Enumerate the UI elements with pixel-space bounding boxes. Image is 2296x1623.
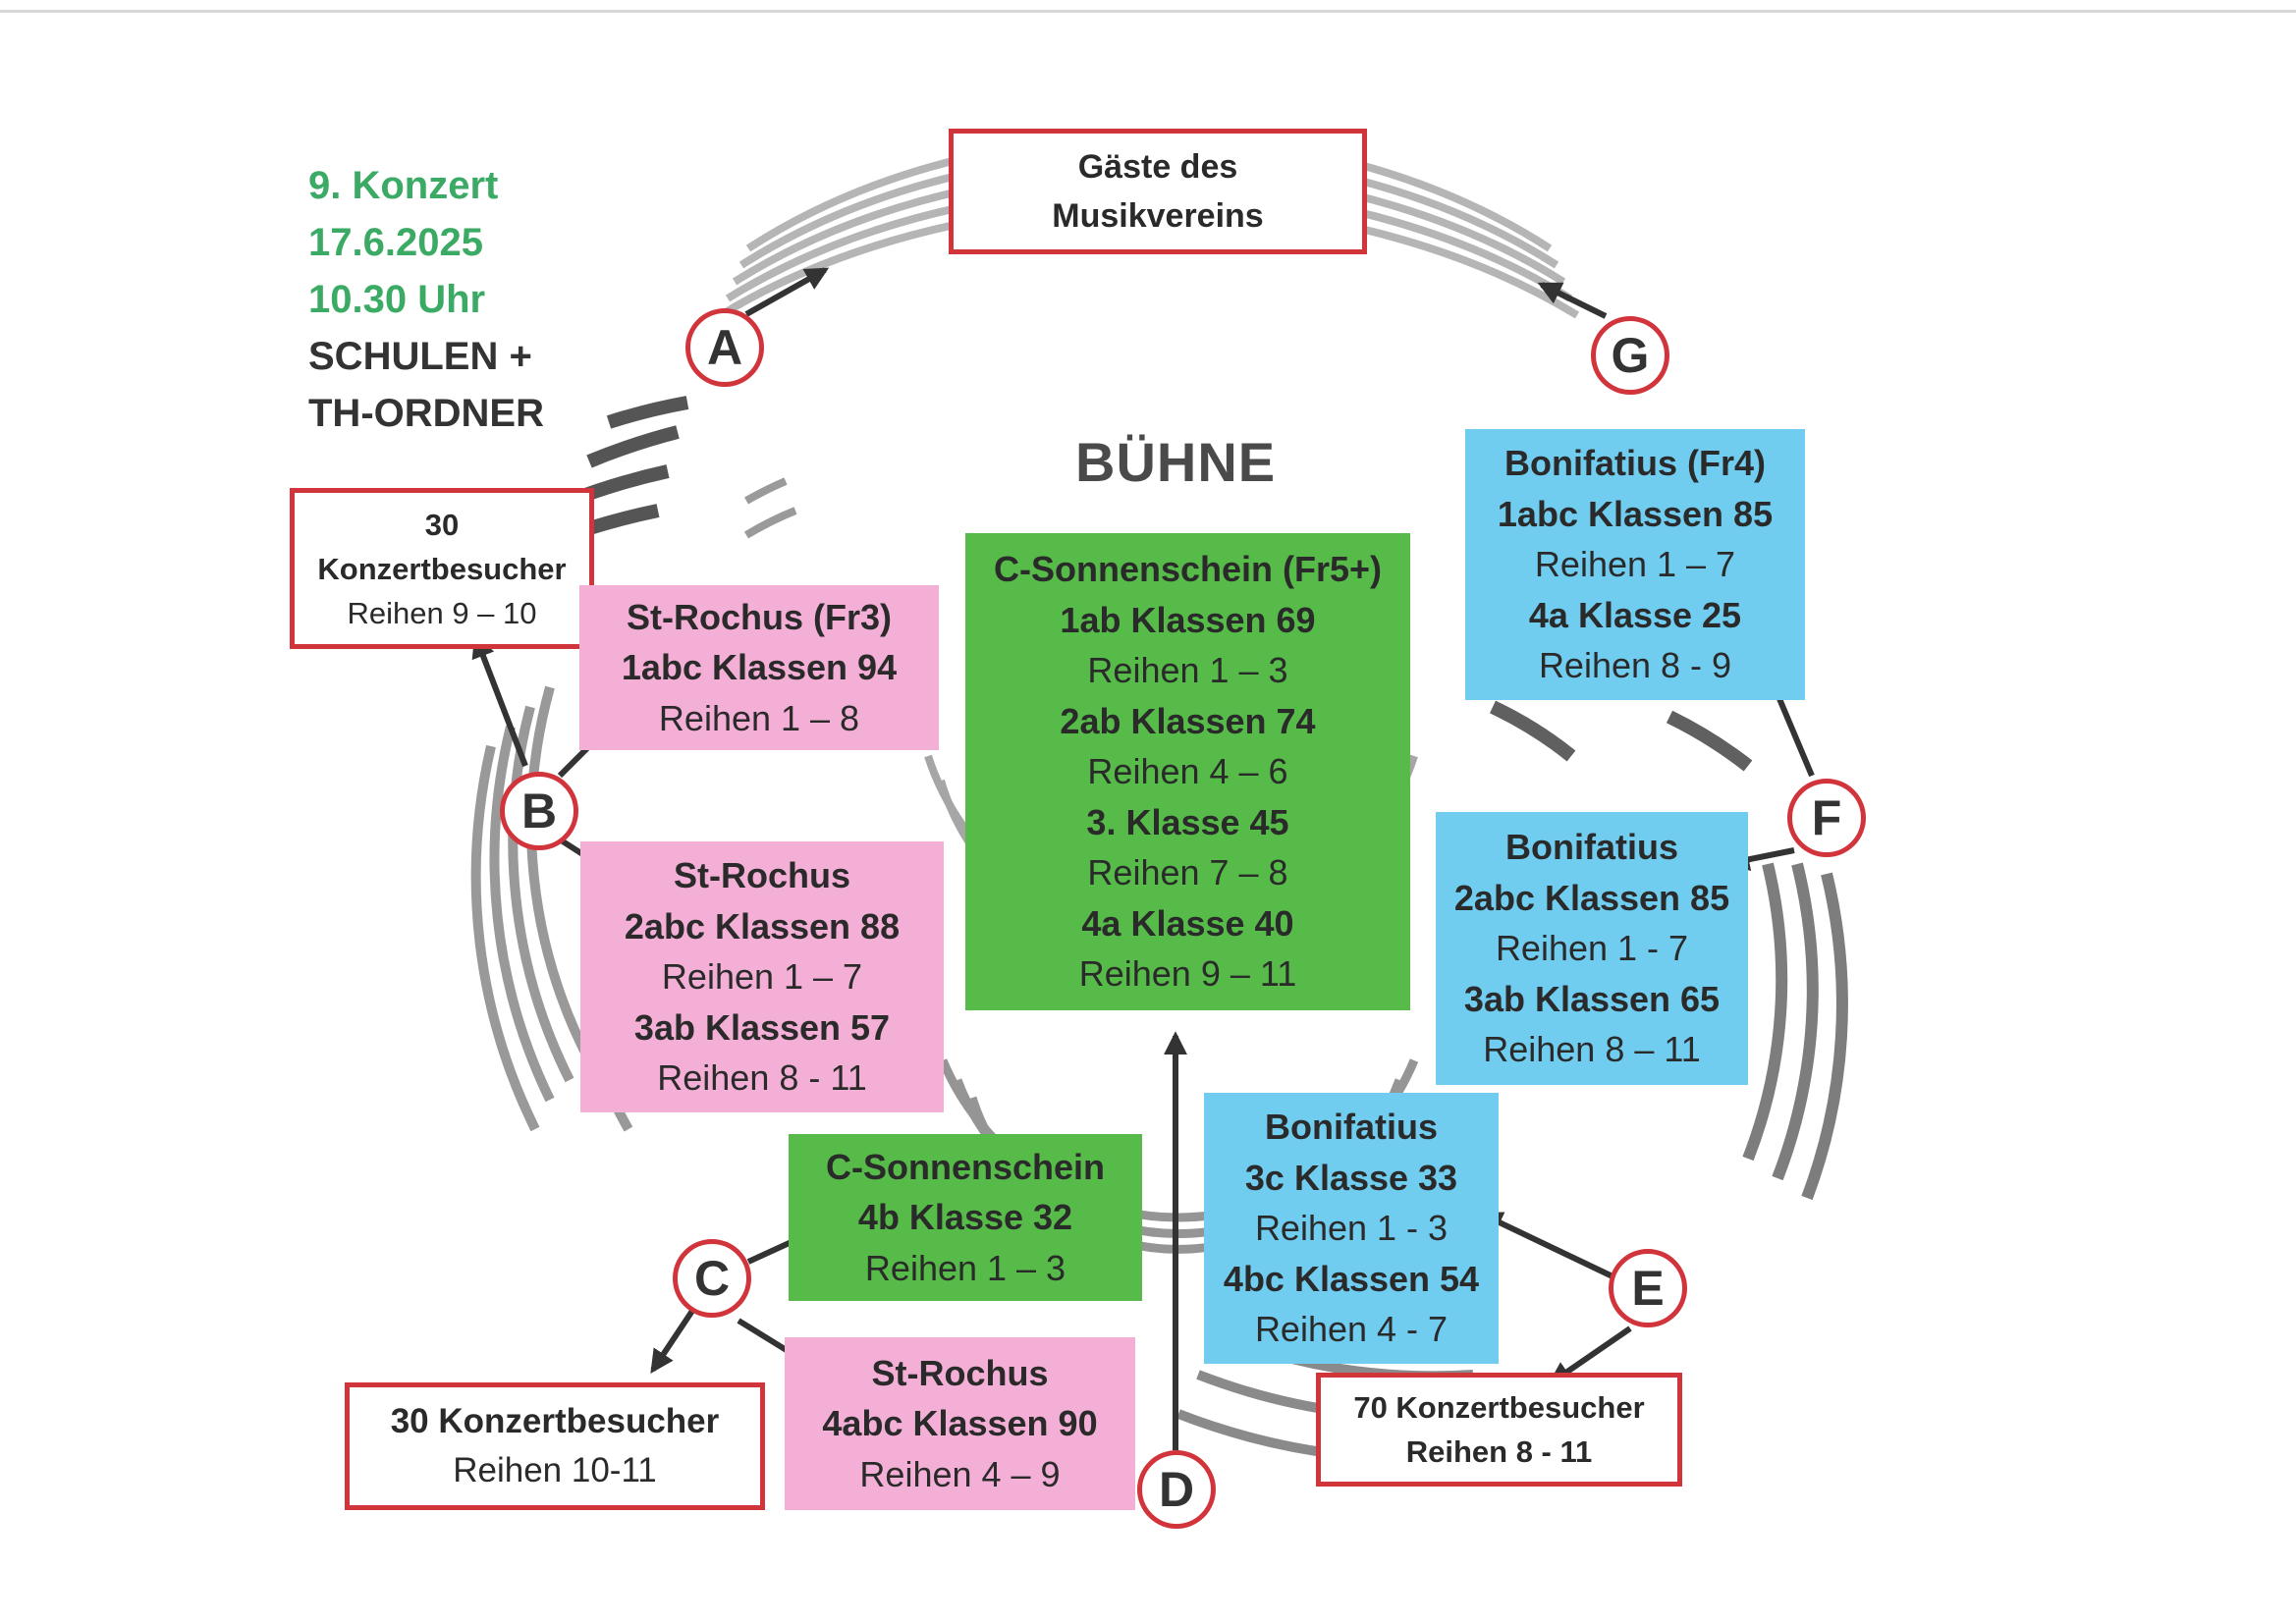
guests-line2: Musikvereins (1052, 197, 1264, 235)
concert-visitors-e-box: 70 Konzertbesucher Reihen 8 - 11 (1316, 1373, 1682, 1487)
bonifatius-2-rows-b: Reihen 8 – 11 (1483, 1029, 1701, 1070)
bonifatius-fr4-rows-b: Reihen 8 - 9 (1538, 645, 1732, 686)
c-sonnenschein-main-rows-2: Reihen 4 – 6 (1087, 751, 1288, 792)
concert-visitors-c-box: 30 Konzertbesucher Reihen 10-11 (345, 1382, 765, 1510)
visitors-c-label: 30 Konzertbesucher (390, 1402, 720, 1440)
bonifatius-2-title: Bonifatius (1505, 827, 1678, 868)
bonifatius-2-classes-a: 2abc Klassen 85 (1453, 877, 1730, 918)
arrows (471, 267, 1815, 1450)
bonifatius-3-classes-b: 4bc Klassen 54 (1223, 1258, 1480, 1299)
bonifatius-fr4-box: Bonifatius (Fr4) 1abc Klassen 85 Reihen … (1465, 429, 1805, 700)
c-sonnenschein-main-classes-4: 4a Klasse 40 (1081, 902, 1294, 944)
visitors-b-count: 30 (424, 507, 460, 542)
st-rochus-2-rows-b: Reihen 8 - 11 (657, 1057, 867, 1099)
c-sonnenschein-small-rows: Reihen 1 – 3 (864, 1247, 1066, 1288)
visitors-e-rows: Reihen 8 - 11 (1405, 1434, 1593, 1469)
c-sonnenschein-main-title: C-Sonnenschein (Fr5+) (993, 549, 1383, 590)
visitors-b-rows: Reihen 9 – 10 (347, 595, 537, 630)
st-rochus-3-rows: Reihen 4 – 9 (859, 1453, 1061, 1494)
entrance-d-marker: D (1137, 1450, 1216, 1529)
bonifatius-fr4-rows-a: Reihen 1 – 7 (1534, 544, 1736, 585)
c-sonnenschein-main-rows-3: Reihen 7 – 8 (1087, 852, 1288, 893)
c-sonnenschein-small-box: C-Sonnenschein 4b Klasse 32 Reihen 1 – 3 (789, 1134, 1142, 1301)
c-sonnenschein-main-rows-4: Reihen 9 – 11 (1078, 953, 1297, 995)
bonifatius-2-box: Bonifatius 2abc Klassen 85 Reihen 1 - 7 … (1436, 812, 1748, 1085)
c-sonnenschein-main-classes-3: 3. Klasse 45 (1086, 801, 1289, 842)
st-rochus-fr3-rows: Reihen 1 – 8 (658, 697, 860, 738)
st-rochus-fr3-classes: 1abc Klassen 94 (621, 647, 898, 688)
entrance-e-marker: E (1609, 1249, 1687, 1327)
arrow-a (744, 267, 830, 317)
top-scan-line (0, 10, 2296, 13)
concert-header: 9. Konzert 17.6.2025 10.30 Uhr SCHULEN +… (308, 157, 544, 442)
visitors-b-label: Konzertbesucher (317, 551, 567, 586)
entrance-g-marker: G (1591, 316, 1669, 395)
bonifatius-fr4-classes-a: 1abc Klassen 85 (1497, 493, 1774, 534)
stage-label: BÜHNE (1075, 431, 1277, 493)
arrow-e-to-bonifatius3 (1478, 1212, 1614, 1279)
bonifatius-2-classes-b: 3ab Klassen 65 (1463, 978, 1721, 1019)
entrance-f-marker: F (1787, 779, 1866, 857)
st-rochus-3-title: St-Rochus (871, 1352, 1049, 1393)
st-rochus-2-title: St-Rochus (674, 855, 850, 896)
concert-time: 10.30 Uhr (308, 278, 486, 321)
c-sonnenschein-main-box: C-Sonnenschein (Fr5+) 1ab Klassen 69 Rei… (965, 533, 1410, 1010)
st-rochus-2-rows-a: Reihen 1 – 7 (661, 956, 863, 998)
c-sonnenschein-main-rows-1: Reihen 1 – 3 (1087, 650, 1288, 691)
audience-line2: TH-ORDNER (308, 392, 544, 435)
st-rochus-2-classes-b: 3ab Klassen 57 (633, 1006, 891, 1048)
c-sonnenschein-small-title: C-Sonnenschein (825, 1146, 1106, 1187)
guests-box: Gäste des Musikvereins (949, 129, 1367, 254)
c-sonnenschein-main-classes-2: 2ab Klassen 74 (1060, 700, 1316, 741)
guests-line1: Gäste des (1077, 148, 1238, 186)
visitors-e-label: 70 Konzertbesucher (1353, 1390, 1645, 1425)
bonifatius-3-box: Bonifatius 3c Klasse 33 Reihen 1 - 3 4bc… (1204, 1093, 1499, 1364)
bonifatius-fr4-classes-b: 4a Klasse 25 (1528, 594, 1742, 635)
arrow-g (1537, 282, 1608, 319)
bonifatius-3-classes-a: 3c Klasse 33 (1244, 1157, 1458, 1198)
st-rochus-fr3-box: St-Rochus (Fr3) 1abc Klassen 94 Reihen 1… (579, 585, 939, 750)
bonifatius-3-title: Bonifatius (1265, 1107, 1438, 1148)
arrow-c-to-konzert (650, 1309, 695, 1374)
concert-date: 17.6.2025 (308, 221, 483, 264)
entrance-c-marker: C (673, 1239, 751, 1318)
c-sonnenschein-small-classes: 4b Klasse 32 (857, 1197, 1073, 1238)
arrow-b-to-konzert (471, 633, 528, 768)
st-rochus-2-classes-a: 2abc Klassen 88 (624, 905, 901, 947)
audience-line1: SCHULEN + (308, 335, 532, 378)
st-rochus-fr3-title: St-Rochus (Fr3) (627, 596, 892, 637)
concert-visitors-b-box: 30 Konzertbesucher Reihen 9 – 10 (290, 488, 594, 649)
st-rochus-3-classes: 4abc Klassen 90 (822, 1403, 1098, 1444)
visitors-c-rows: Reihen 10-11 (453, 1451, 657, 1489)
st-rochus-3-box: St-Rochus 4abc Klassen 90 Reihen 4 – 9 (785, 1337, 1135, 1510)
entrance-b-marker: B (500, 772, 578, 850)
bonifatius-fr4-title: Bonifatius (Fr4) (1504, 443, 1766, 484)
bonifatius-2-rows-a: Reihen 1 - 7 (1495, 928, 1689, 969)
bonifatius-3-rows-a: Reihen 1 - 3 (1254, 1208, 1449, 1249)
bonifatius-3-rows-b: Reihen 4 - 7 (1254, 1309, 1449, 1350)
entrance-a-marker: A (685, 308, 764, 387)
concert-number: 9. Konzert (308, 164, 499, 207)
st-rochus-2-box: St-Rochus 2abc Klassen 88 Reihen 1 – 7 3… (580, 841, 944, 1112)
c-sonnenschein-main-classes-1: 1ab Klassen 69 (1060, 599, 1316, 640)
